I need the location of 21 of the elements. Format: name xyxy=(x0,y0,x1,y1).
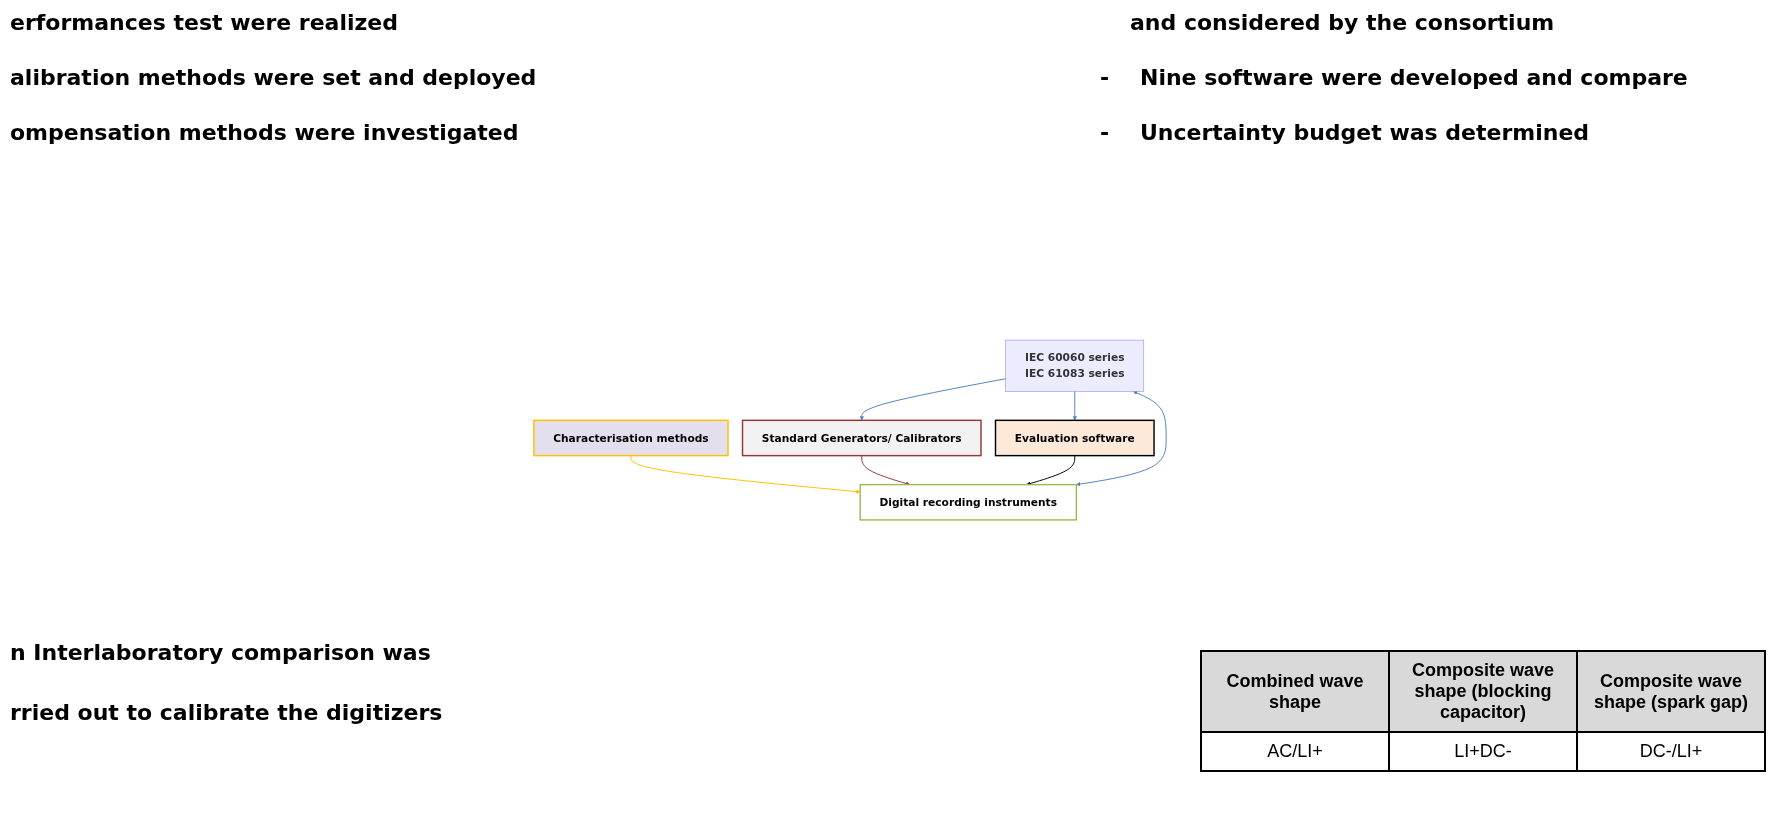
bullet-dash: - xyxy=(1100,65,1110,90)
header-cell: Composite wave shape (spark gap) xyxy=(1577,651,1765,732)
table-cell: DC-/LI+ xyxy=(1577,732,1765,771)
node-box: IEC 60060 series IEC 61083 series xyxy=(1005,339,1145,392)
note-text: and considered by the consortium xyxy=(1130,10,1555,35)
note-text: alibration methods were set and deployed xyxy=(10,65,537,90)
header-cell: Composite wave shape (blocking capacitor) xyxy=(1389,651,1577,732)
note-text: Uncertainty budget was determined xyxy=(1140,120,1590,145)
node-box: Digital recording instruments xyxy=(859,483,1078,521)
node-box: Standard Generators/ Calibrators xyxy=(741,419,982,457)
bullet-dash: - xyxy=(1100,120,1110,145)
note-text: rried out to calibrate the digitizers xyxy=(10,700,443,725)
header-cell: Combined wave shape xyxy=(1201,651,1389,732)
note-text: ompensation methods were investigated xyxy=(10,120,519,145)
node-box: Evaluation software xyxy=(994,419,1155,457)
note-text: n Interlaboratory comparison was xyxy=(10,640,431,665)
table-cell: LI+DC- xyxy=(1389,732,1577,771)
table-cell: AC/LI+ xyxy=(1201,732,1389,771)
note-text: erformances test were realized xyxy=(10,10,398,35)
node-box: Characterisation methods xyxy=(533,419,729,457)
note-text: Nine software were developed and compare xyxy=(1140,65,1688,90)
